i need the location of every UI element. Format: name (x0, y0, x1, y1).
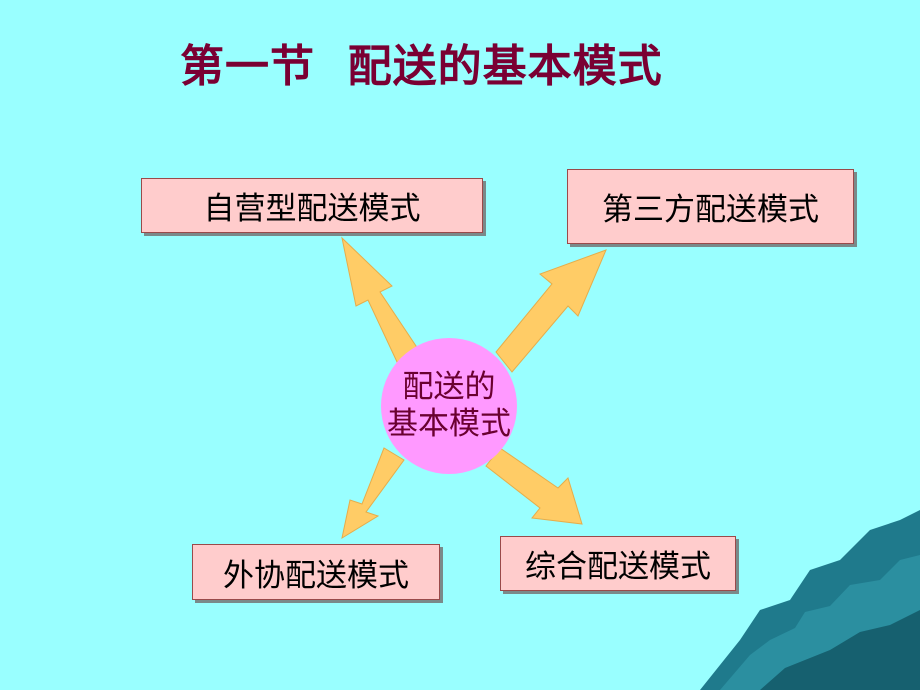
center-label-line1: 配送的 (402, 368, 496, 405)
arrow-bottom-left (341, 447, 405, 540)
box-integrated-mode: 综合配送模式 (500, 536, 736, 591)
center-node: 配送的 基本模式 (381, 338, 517, 474)
arrow-top-right (495, 249, 607, 373)
box-third-party-mode: 第三方配送模式 (567, 169, 854, 244)
arrow-top-left (341, 236, 421, 365)
center-label-line2: 基本模式 (387, 406, 511, 442)
arrow-bottom-right (485, 447, 583, 525)
box-outsourced-mode: 外协配送模式 (192, 544, 440, 600)
box-self-operated-mode: 自营型配送模式 (141, 178, 483, 233)
page-title: 第一节 配送的基本模式 (180, 41, 663, 92)
